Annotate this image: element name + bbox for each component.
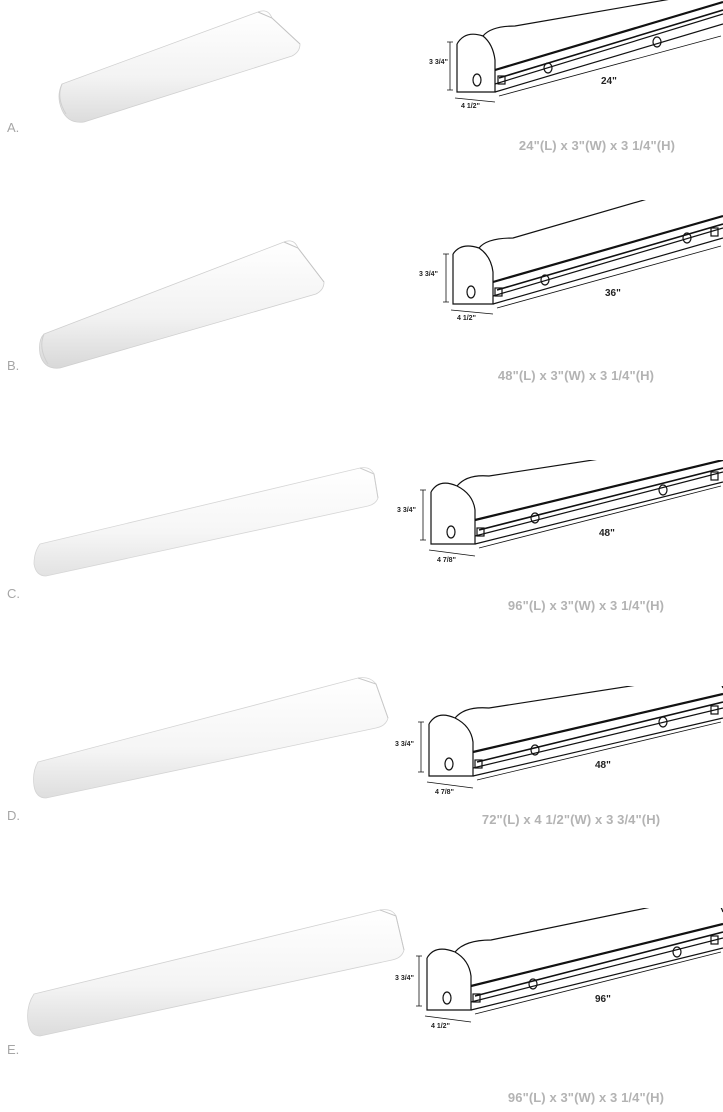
length-dimension-a: 24" xyxy=(601,76,617,87)
spec-text-c: 96"(L) x 3"(W) x 3 1/4"(H) xyxy=(507,598,665,613)
width-dimension-b: 4 1/2" xyxy=(457,315,476,322)
length-dimension-e: 96" xyxy=(595,994,611,1005)
fixture-photo-a xyxy=(58,10,301,123)
dimension-drawing-c: 3 3/4" 4 7/8" 48" xyxy=(397,460,723,564)
option-label-c: C. xyxy=(7,586,20,601)
spec-text-e: 96"(L) x 3"(W) x 3 1/4"(H) xyxy=(507,1090,665,1105)
option-d: D. 3 3/4" 4 7/8" 4 xyxy=(0,672,723,832)
length-dimension-b: 36" xyxy=(605,288,621,299)
height-dimension-d: 3 3/4" xyxy=(395,741,414,748)
width-dimension-e: 4 1/2" xyxy=(431,1023,450,1030)
height-dimension-c: 3 3/4" xyxy=(397,507,416,514)
fixture-photo-b xyxy=(39,240,325,369)
option-a: A. xyxy=(0,0,723,160)
length-dimension-c: 48" xyxy=(599,528,615,539)
width-dimension-c: 4 7/8" xyxy=(437,557,456,564)
fixture-photo-e xyxy=(27,909,405,1037)
length-dimension-d: 48" xyxy=(595,760,611,771)
fixture-photo-c xyxy=(33,467,379,577)
option-label-b: B. xyxy=(7,358,20,373)
spec-text-b: 48"(L) x 3"(W) x 3 1/4"(H) xyxy=(497,368,655,383)
width-dimension-a: 4 1/2" xyxy=(461,103,480,110)
dimension-drawing-b: 3 3/4" 4 1/2" 36" xyxy=(419,200,723,322)
option-e: E. 3 3/4" 4 1/2" 9 xyxy=(0,906,723,1106)
dimension-drawing-e: 3 3/4" 4 1/2" 96" xyxy=(395,908,723,1030)
height-dimension-b: 3 3/4" xyxy=(419,271,438,278)
height-dimension-e: 3 3/4" xyxy=(395,975,414,982)
dimension-drawing-a: 3 3/4" 4 1/2" 24" xyxy=(429,0,723,110)
fixture-photo-d xyxy=(33,677,389,799)
option-label-e: E. xyxy=(7,1042,20,1057)
spec-text-a: 24"(L) x 3"(W) x 3 1/4"(H) xyxy=(518,138,676,153)
option-c: C. 3 3/4" 4 7/8" 4 xyxy=(0,460,723,620)
dimension-drawing-d: 3 3/4" 4 7/8" 48" xyxy=(395,686,723,796)
option-label-d: D. xyxy=(7,808,20,823)
height-dimension-a: 3 3/4" xyxy=(429,59,448,66)
spec-text-d: 72"(L) x 4 1/2"(W) x 3 3/4"(H) xyxy=(481,812,661,827)
width-dimension-d: 4 7/8" xyxy=(435,789,454,796)
option-b: B. 3 3/4" 4 1/2" 3 xyxy=(0,200,723,390)
option-label-a: A. xyxy=(7,120,20,135)
